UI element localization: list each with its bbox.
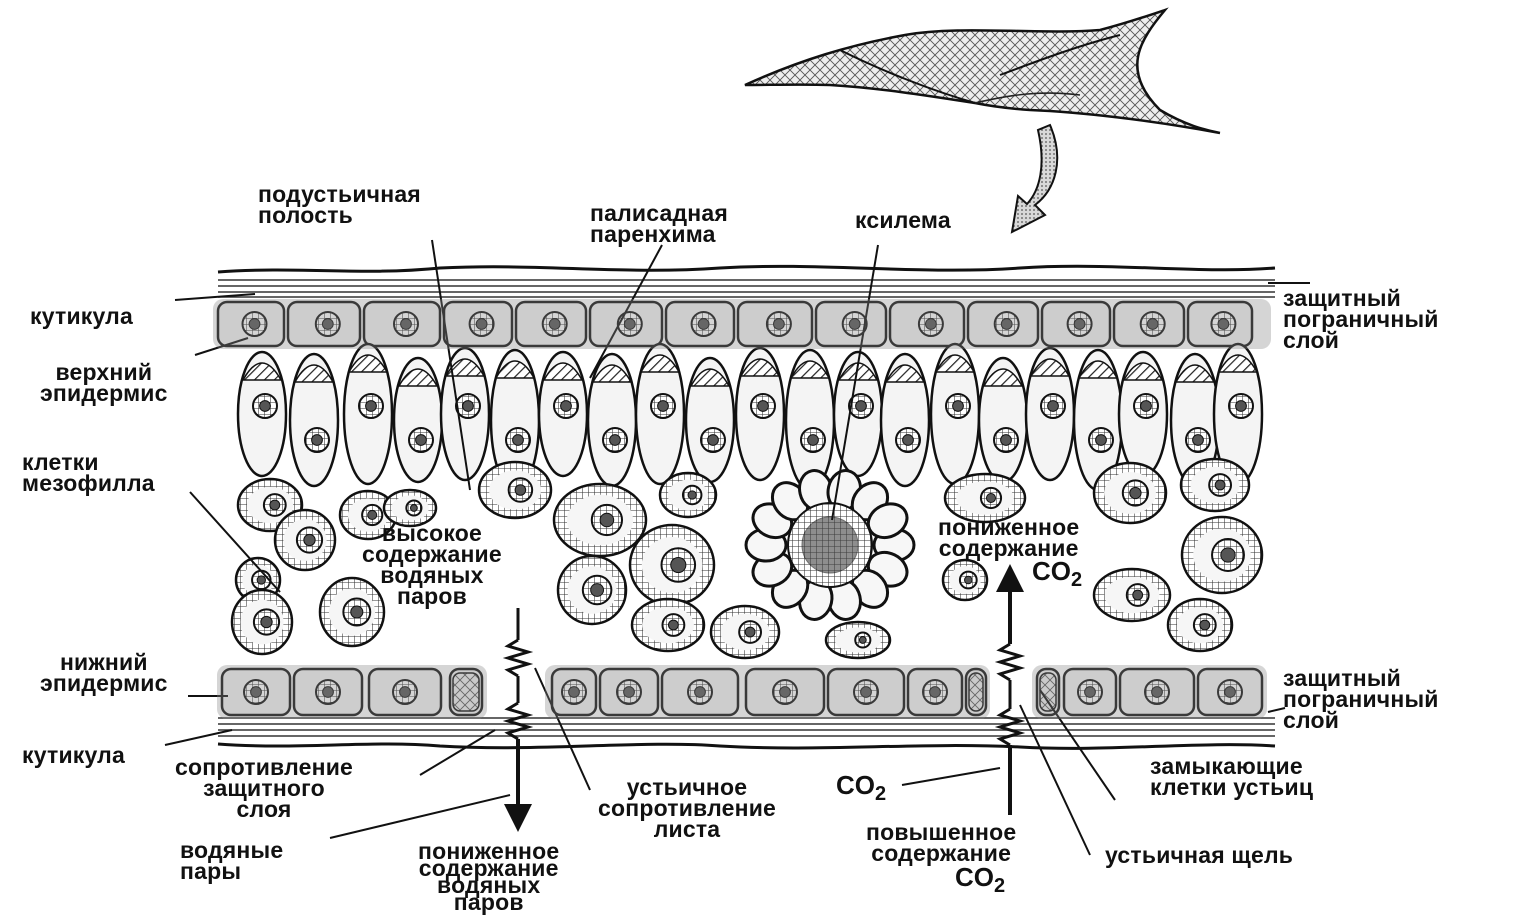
label-line: полость [258,205,421,226]
nucleolus [986,493,995,502]
label-line: кутикула [22,745,125,766]
nucleolus [1133,590,1143,600]
nucleolus [351,606,363,618]
label-line: кутикула [30,306,133,327]
label-high-co2: повышенное содержание [866,822,1016,864]
label-high-co2-formula: CO2 [955,862,1005,898]
nucleolus [903,435,914,446]
label-line: мезофилла [22,473,155,494]
zoom-arrow [1012,125,1057,232]
nucleolus [1236,401,1247,412]
nucleolus [708,435,719,446]
nucleolus [859,637,866,644]
label-upper-epidermis: верхний эпидермис [40,362,168,404]
co2-sub: 2 [1071,569,1082,591]
nucleolus [965,576,973,584]
nucleolus [1215,480,1225,490]
nucleolus [270,500,280,510]
nucleolus [745,627,755,637]
nucleolus [1221,548,1235,562]
nucleolus [260,401,271,412]
label-lower-epidermis: нижний эпидермис [40,652,168,694]
nucleolus [758,401,769,412]
nucleolus [671,557,686,572]
label-stomatal-pore: устьичная щель [1105,845,1293,866]
nucleolus [1193,435,1204,446]
stoma-right [1000,578,1020,815]
label-high-vapour: высокое содержание водяных паров [362,523,502,607]
nucleolus [261,616,272,627]
label-line: слой [1283,330,1439,351]
nucleolus [463,401,474,412]
leaf-illustration [745,10,1220,133]
nucleolus [610,435,621,446]
label-line: листа [598,819,776,840]
nucleolus [368,510,377,519]
co2-base: CO [836,770,875,800]
nucleolus [688,491,696,499]
xylem-center [802,517,858,573]
label-line: пары [180,861,283,882]
nucleolus [1200,620,1210,630]
label-boundary-layer-top: защитный пограничный слой [1283,288,1439,351]
nucleolus [1001,435,1012,446]
label-low-co2-formula: CO2 [1032,556,1082,592]
nucleolus [591,584,604,597]
label-palisade-parenchyma: палисадная паренхима [590,203,728,245]
label-guard-cells: замыкающие клетки устьиц [1150,756,1313,798]
stoma-left [508,608,528,818]
nucleolus [1130,487,1141,498]
label-low-co2: пониженное содержание [938,517,1079,559]
label-boundary-layer-bottom: защитный пограничный слой [1283,668,1439,731]
label-line: эпидермис [40,673,168,694]
nucleolus [410,505,417,512]
label-xylem: ксилема [855,210,951,231]
label-line: паренхима [590,224,728,245]
label-boundary-resistance: сопротивление защитного слоя [175,757,353,820]
label-line: эпидермис [40,383,168,404]
label-line: ксилема [855,210,951,231]
nucleolus [856,401,867,412]
nucleolus [416,435,427,446]
nucleolus [561,401,572,412]
label-line: слоя [175,799,353,820]
label-line: содержание [866,843,1016,864]
nucleolus [808,435,819,446]
label-line: паров [362,586,502,607]
co2-sub: 2 [875,783,886,805]
label-stomatal-resistance: устьичное сопротивление листа [598,777,776,840]
label-cuticle-bottom: кутикула [22,745,125,766]
nucleolus [658,401,669,412]
nucleolus [600,513,614,527]
label-line: устьичная щель [1105,845,1293,866]
xylem-bundle [746,467,914,622]
label-line: клетки устьиц [1150,777,1313,798]
label-co2-formula: CO2 [836,770,886,806]
co2-sub: 2 [994,875,1005,897]
nucleolus [668,620,678,630]
label-substomatal-cavity: подустьичная полость [258,184,421,226]
nucleolus [257,576,265,584]
co2-base: CO [1032,556,1071,586]
label-line: слой [1283,710,1439,731]
label-cuticle-top: кутикула [30,306,133,327]
nucleolus [1096,435,1107,446]
nucleolus [1141,401,1152,412]
nucleolus [366,401,377,412]
label-low-vapour: пониженное содержание водяных паров [418,843,559,911]
label-water-vapour: водяные пары [180,840,283,882]
nucleolus [953,401,964,412]
co2-base: CO [955,862,994,892]
label-mesophyll-cells: клетки мезофилла [22,452,155,494]
nucleolus [513,435,524,446]
nucleolus [312,435,323,446]
nucleolus [515,485,526,496]
nucleolus [1048,401,1059,412]
nucleolus [304,534,315,545]
